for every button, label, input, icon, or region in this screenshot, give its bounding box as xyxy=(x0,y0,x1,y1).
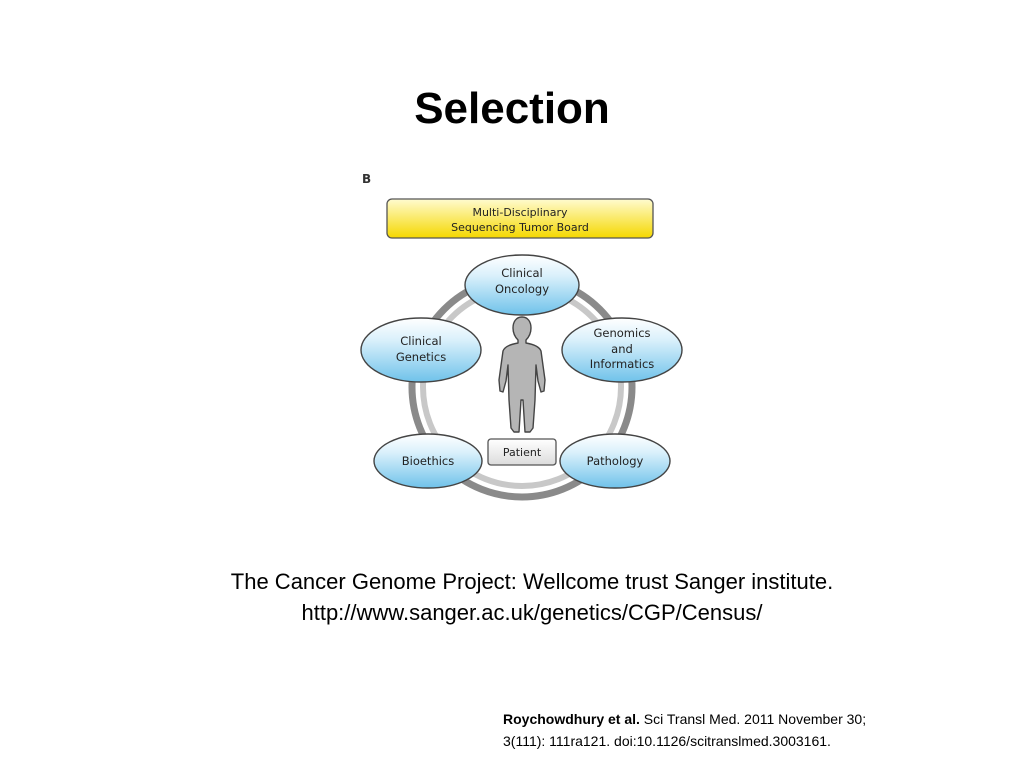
node-label: Genomics xyxy=(593,326,650,340)
node-label: Oncology xyxy=(495,282,549,296)
node-bioethics: Bioethics xyxy=(373,433,483,489)
reference-author: Roychowdhury et al. xyxy=(503,711,640,727)
node-label: Genetics xyxy=(396,350,446,364)
node-label: Clinical xyxy=(501,266,542,280)
node-label: Pathology xyxy=(587,454,644,468)
board-label-line2: Sequencing Tumor Board xyxy=(451,221,589,234)
node-clinical-oncology: Clinical Oncology xyxy=(464,254,580,316)
slide-title: Selection xyxy=(414,84,610,133)
patient-label: Patient xyxy=(503,446,542,459)
node-label: and xyxy=(611,342,633,356)
tumor-board-banner: Multi-Disciplinary Sequencing Tumor Boar… xyxy=(386,198,654,239)
node-pathology: Pathology xyxy=(559,433,671,489)
panel-label: B xyxy=(362,172,371,186)
node-label: Bioethics xyxy=(402,454,455,468)
patient-box: Patient xyxy=(487,438,557,466)
caption-line1: The Cancer Genome Project: Wellcome trus… xyxy=(230,569,834,594)
node-clinical-genetics: Clinical Genetics xyxy=(360,317,482,383)
reference-citation: Roychowdhury et al. Sci Transl Med. 2011… xyxy=(503,708,983,752)
node-genomics-and-informatics: Genomics and Informatics xyxy=(561,317,683,383)
board-label-line1: Multi-Disciplinary xyxy=(472,206,568,219)
reference-text-line2: 3(111): 111ra121. doi:10.1126/scitranslm… xyxy=(503,733,831,749)
tumor-board-diagram: B Multi-Disciplinary Sequencing Tumor Bo… xyxy=(360,172,683,501)
node-label: Clinical xyxy=(400,334,441,348)
patient-figure-icon xyxy=(498,316,546,433)
figure-caption: The Cancer Genome Project: Wellcome trus… xyxy=(0,566,1024,628)
reference-text-line1: Sci Transl Med. 2011 November 30; xyxy=(639,711,867,727)
caption-url-link[interactable]: http://www.sanger.ac.uk/genetics/CGP/Cen… xyxy=(301,600,763,625)
node-label: Informatics xyxy=(590,357,655,371)
